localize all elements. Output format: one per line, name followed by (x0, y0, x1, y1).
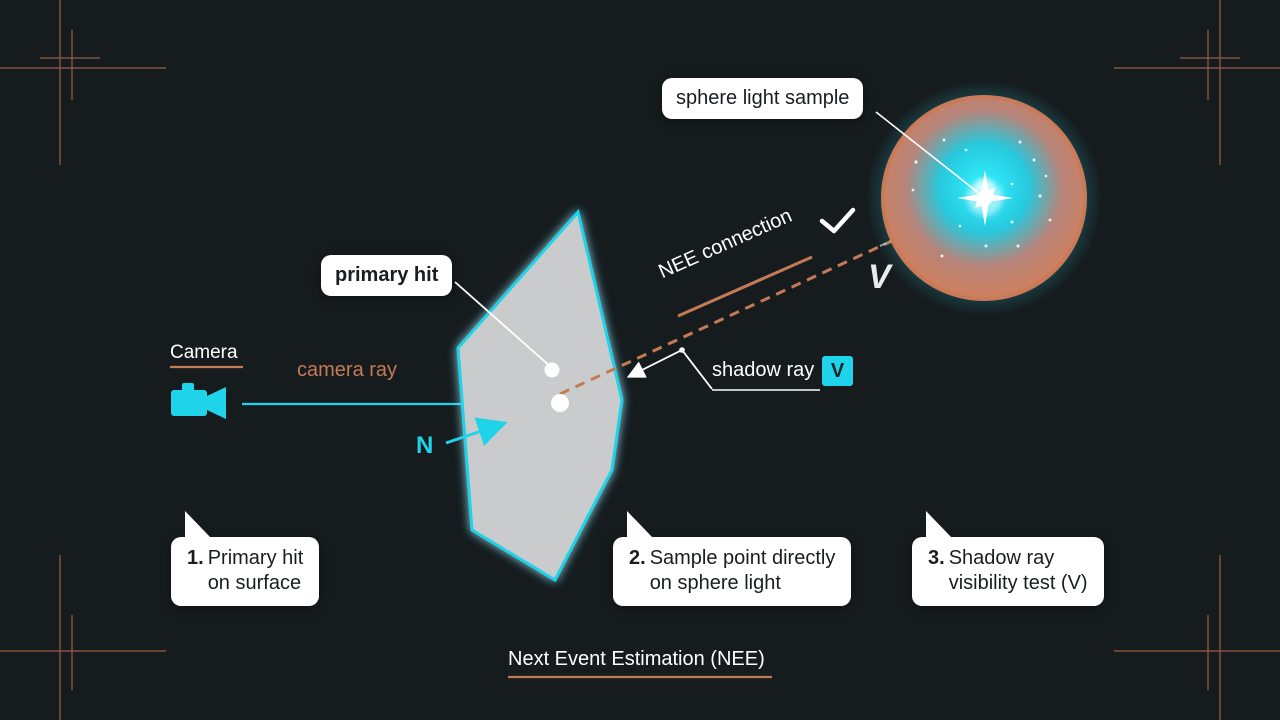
step-1-number: 1. (187, 547, 204, 569)
camera-ray-label: camera ray (297, 359, 398, 381)
step-2-number: 2. (629, 547, 646, 569)
step-3-number: 3. (928, 547, 945, 569)
step-1-callout: 1. Primary hit on surface (171, 511, 320, 606)
primary-hit-leader (454, 281, 553, 369)
shadow-ray-label: shadow ray (712, 359, 815, 381)
footer-title: Next Event Estimation (NEE) (508, 648, 765, 670)
step-3-callout: 3. Shadow ray visibility test (V) (912, 511, 1104, 606)
step-1-text: Primary hit on surface (207, 547, 304, 594)
camera-label: Camera (170, 342, 238, 363)
sphere-sample-dots (911, 138, 1052, 258)
primary-hit-label: primary hit (335, 264, 439, 286)
primary-hit-point (544, 362, 560, 378)
normal-arrow (445, 417, 508, 446)
video-camera-icon (171, 383, 226, 419)
shadow-ray-badge: V (822, 356, 853, 386)
surface-polygon (456, 208, 624, 583)
step-3-text: Shadow ray visibility test (V) (948, 547, 1088, 594)
sphere-light-sample-tag: sphere light sample (662, 78, 864, 119)
normal-label: N (416, 432, 434, 459)
step-2-text: Sample point directly on sphere light (649, 547, 836, 594)
sparkle-icon (957, 170, 1013, 226)
sphere-label-leader (875, 111, 981, 195)
camera-ray-hit-point (551, 394, 569, 412)
step-2-callout: 2. Sample point directly on sphere light (613, 511, 852, 606)
nee-connection-underline (677, 255, 813, 318)
v-symbol-label: V (868, 258, 891, 296)
checkmark-icon (819, 207, 856, 234)
primary-hit-tag: primary hit (321, 255, 453, 296)
sphere-light-sample-label: sphere light sample (676, 87, 850, 109)
